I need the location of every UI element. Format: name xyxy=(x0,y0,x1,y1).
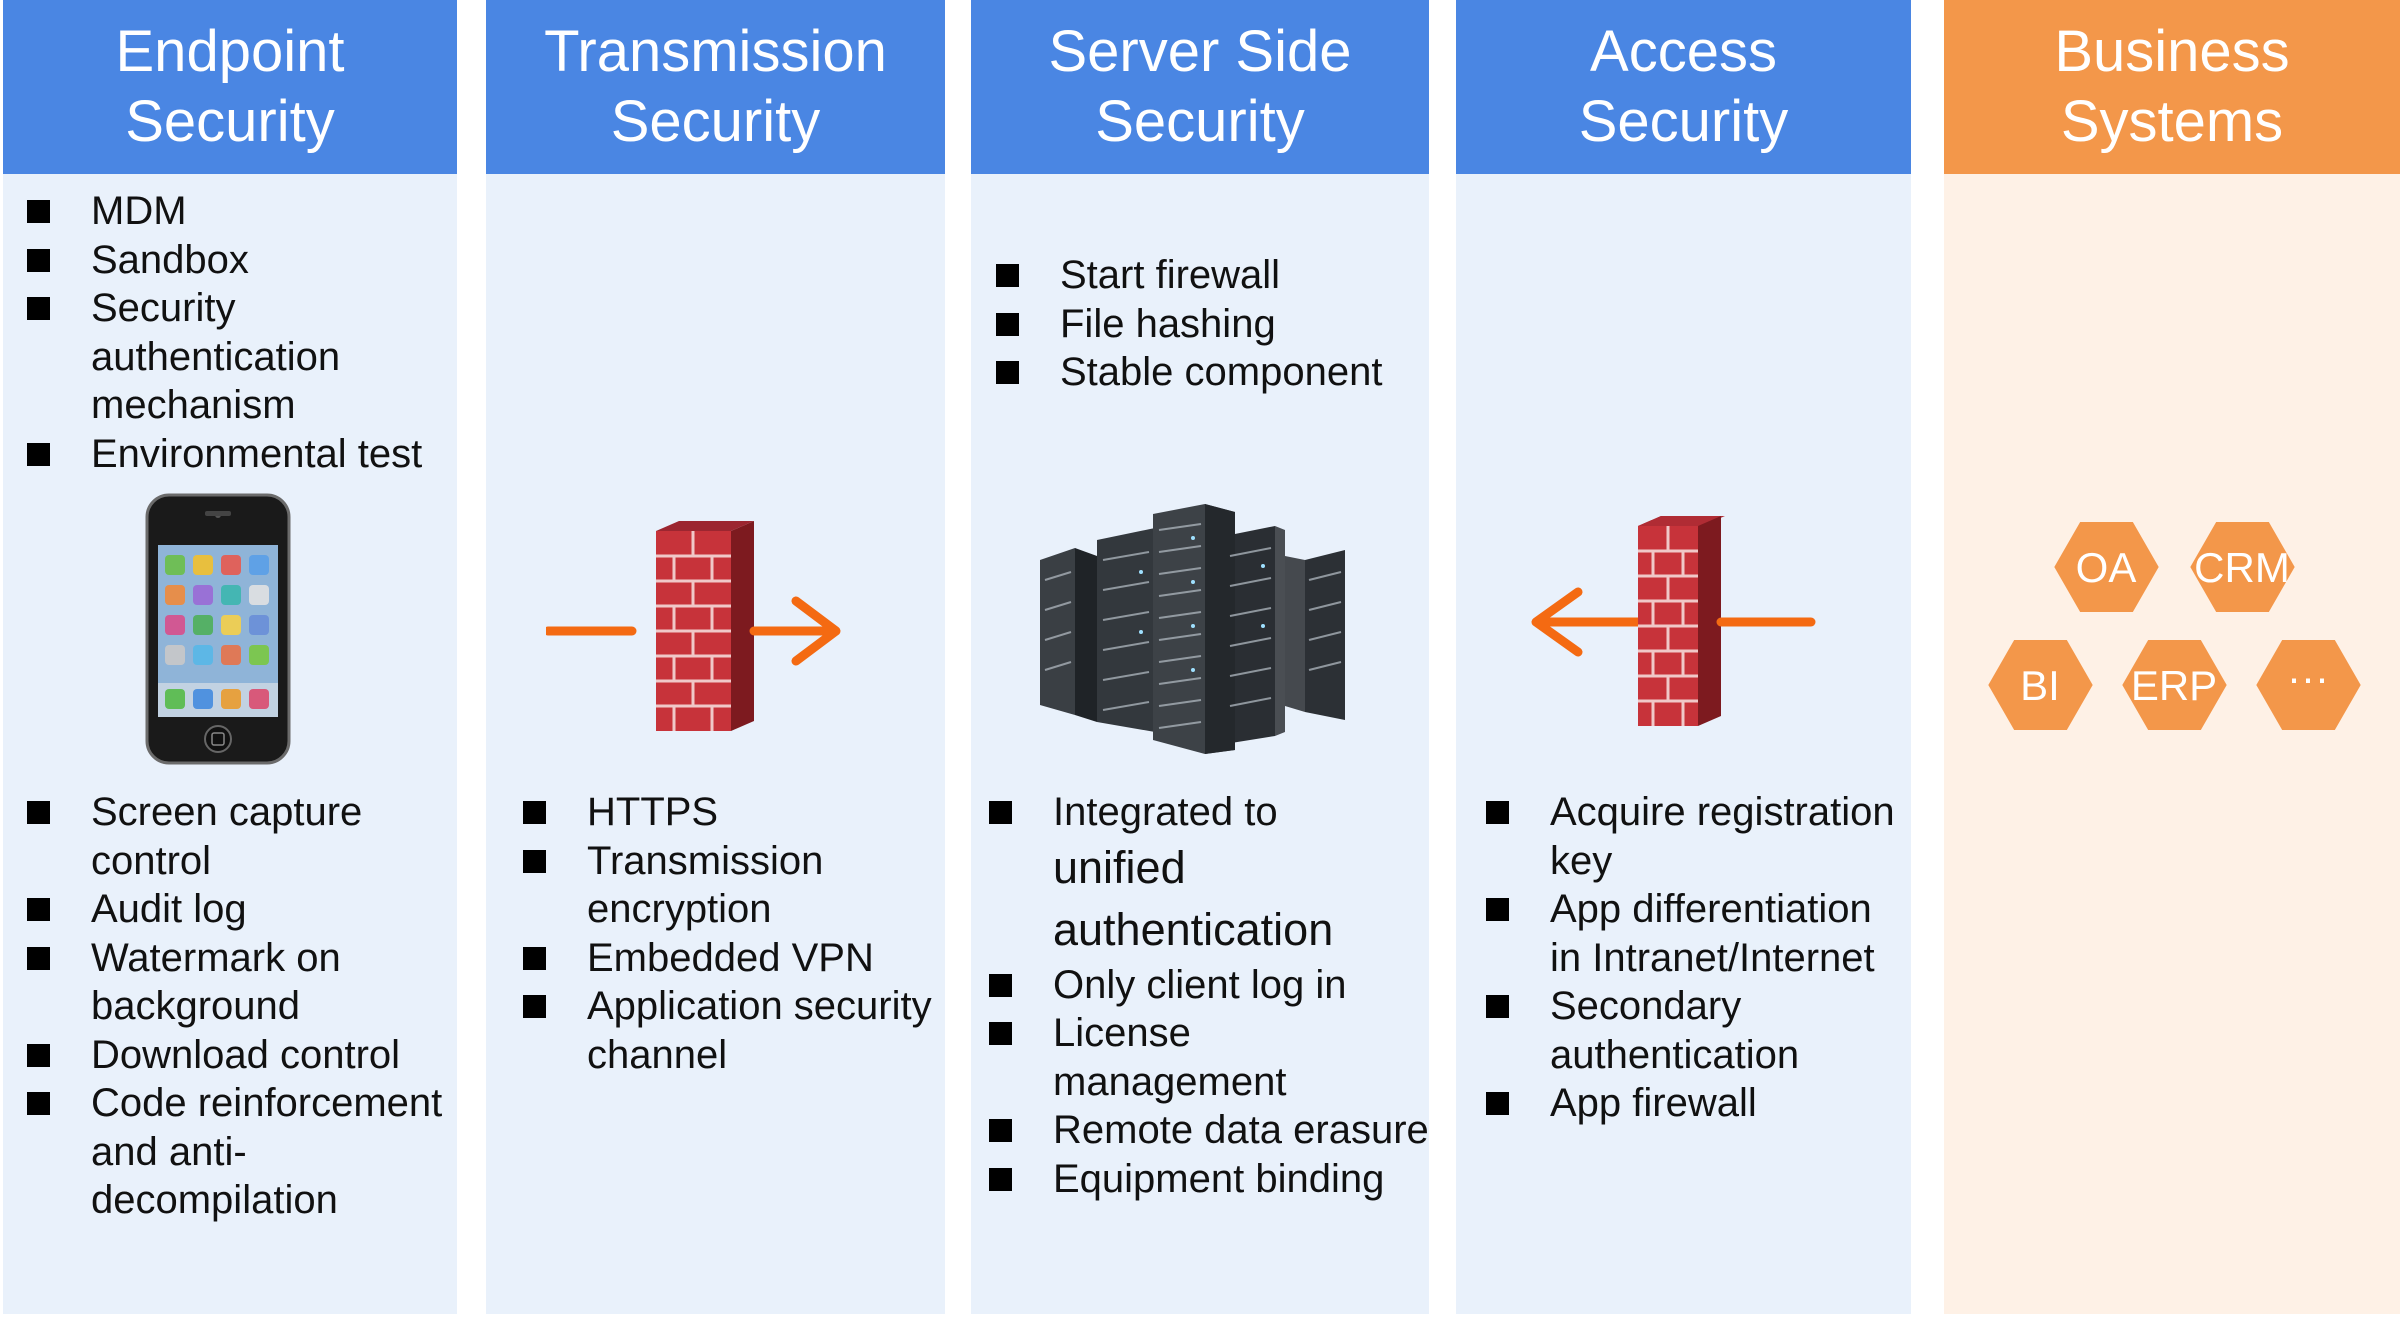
column-server-side-security: Server Side Security Start firewall File… xyxy=(971,0,1429,1314)
hexagon-oa xyxy=(2049,518,2164,616)
bullet-item: App differentiation in Intranet/Internet xyxy=(1486,885,1911,982)
bullet-item: MDM xyxy=(27,187,457,236)
bullet-item: Stable component xyxy=(996,348,1429,397)
hexagon-more xyxy=(2251,636,2366,734)
bullet-item: Security authentication mechanism xyxy=(27,284,457,430)
bullet-item: Code reinforcement and anti-decompilatio… xyxy=(27,1079,457,1225)
bottom-bullet-list: Integrated to unified authentication Onl… xyxy=(989,788,1429,1203)
column-title: Business Systems xyxy=(2054,19,2290,154)
bullet-item: Environmental test xyxy=(27,430,457,479)
bullet-item: Application security channel xyxy=(523,982,945,1079)
column-endpoint-security: Endpoint Security MDM Sandbox Security a… xyxy=(3,0,457,1314)
bullet-item: App firewall xyxy=(1486,1079,1911,1128)
firewall-right-arrow-icon xyxy=(546,521,841,731)
bottom-bullet-list: Screen capture control Audit log Waterma… xyxy=(27,788,457,1225)
bullet-item: HTTPS xyxy=(523,788,945,837)
column-header: Business Systems xyxy=(1944,0,2400,174)
bullet-item: Only client log in xyxy=(989,961,1429,1010)
bottom-bullet-list: HTTPS Transmission encryption Embedded V… xyxy=(523,788,945,1079)
server-rack-icon xyxy=(1040,504,1345,754)
column-header: Endpoint Security xyxy=(3,0,457,174)
column-business-systems: Business Systems OA CRM BI ERP ··· xyxy=(1944,0,2400,1314)
column-title: Server Side Security xyxy=(1048,19,1352,154)
bullet-item: Secondary authentication xyxy=(1486,982,1911,1079)
hexagon-cluster-icon: OA CRM BI ERP ··· xyxy=(1983,518,2366,734)
hexagon-crm xyxy=(2185,518,2300,616)
top-bullet-list: MDM Sandbox Security authentication mech… xyxy=(27,187,457,478)
bullet-item: Remote data erasure xyxy=(989,1106,1429,1155)
smartphone-icon xyxy=(145,493,291,765)
hexagon-label-more: ··· xyxy=(2287,654,2329,701)
bullet-item: Equipment binding xyxy=(989,1155,1429,1204)
bullet-item: Audit log xyxy=(27,885,457,934)
column-access-security: Access Security Acquire registration key… xyxy=(1456,0,1911,1314)
bullet-item: File hashing xyxy=(996,300,1429,349)
column-header: Access Security xyxy=(1456,0,1911,174)
column-header: Transmission Security xyxy=(486,0,945,174)
bullet-item: Acquire registration key xyxy=(1486,788,1911,885)
hexagon-erp xyxy=(2117,636,2232,734)
bullet-item: Integrated to unified authentication xyxy=(989,788,1429,961)
top-bullet-list: Start firewall File hashing Stable compo… xyxy=(996,251,1429,397)
bullet-item: Embedded VPN xyxy=(523,934,945,983)
bottom-bullet-list: Acquire registration key App differentia… xyxy=(1486,788,1911,1128)
column-title: Endpoint Security xyxy=(115,19,345,154)
column-body xyxy=(1944,174,2400,1314)
column-header: Server Side Security xyxy=(971,0,1429,174)
hexagon-label-oa: OA xyxy=(2076,544,2137,591)
bullet-item: Start firewall xyxy=(996,251,1429,300)
column-title: Transmission Security xyxy=(544,19,887,154)
hexagon-label-crm: CRM xyxy=(2194,544,2290,591)
hexagon-bi xyxy=(1983,636,2098,734)
column-body xyxy=(486,174,945,1314)
column-transmission-security: Transmission Security HTTPS Transmission… xyxy=(486,0,945,1314)
column-body xyxy=(1456,174,1911,1314)
bullet-item: Watermark on background xyxy=(27,934,457,1031)
hexagon-label-erp: ERP xyxy=(2131,662,2217,709)
bullet-item: Screen capture control xyxy=(27,788,457,885)
bullet-item: License management xyxy=(989,1009,1429,1106)
bullet-item: Sandbox xyxy=(27,236,457,285)
bullet-item: Download control xyxy=(27,1031,457,1080)
firewall-left-arrow-icon xyxy=(1531,516,1816,726)
column-title: Access Security xyxy=(1578,19,1789,154)
hexagon-label-bi: BI xyxy=(2020,662,2060,709)
bullet-item: Transmission encryption xyxy=(523,837,945,934)
